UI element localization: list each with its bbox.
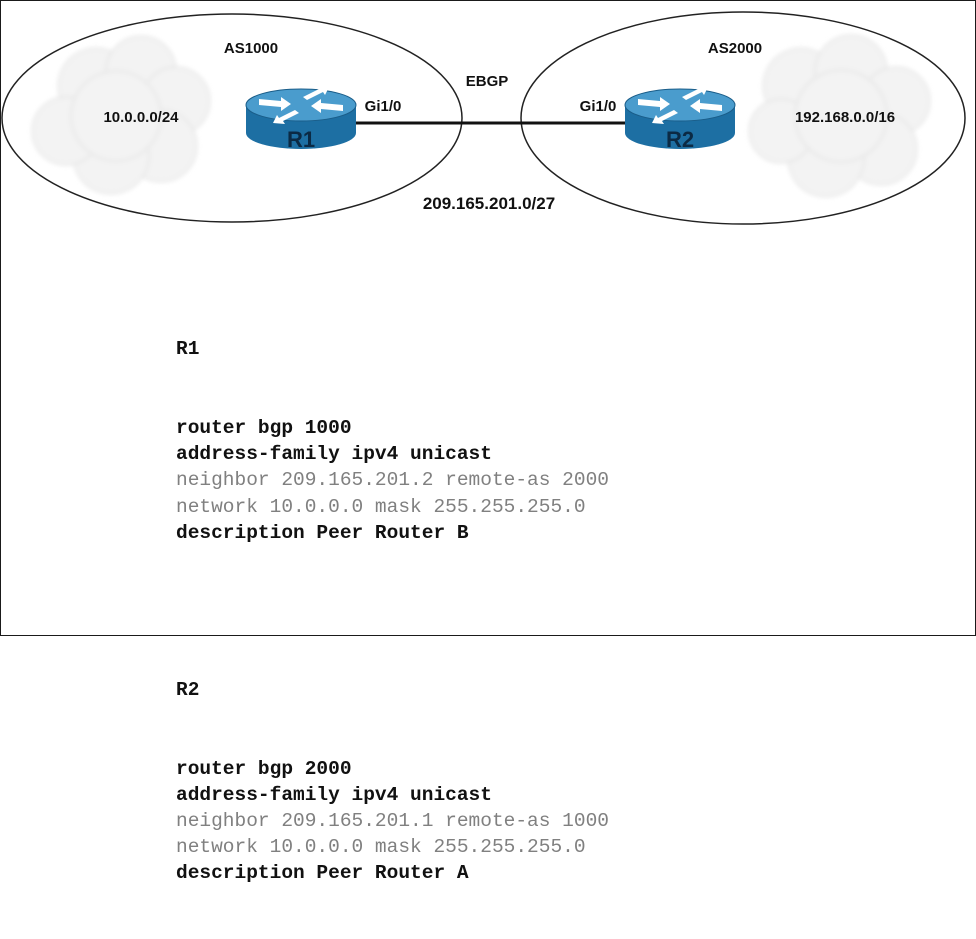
- link-subnet-label: 209.165.201.0/27: [423, 194, 555, 213]
- as2000-cloud: [748, 34, 931, 198]
- as2000-label: AS2000: [708, 40, 762, 57]
- r2-config-line: address-family ipv4 unicast: [176, 783, 492, 806]
- r1-config-line: address-family ipv4 unicast: [176, 443, 492, 466]
- as2000-region: [520, 11, 966, 225]
- as2000-network-label: 192.168.0.0/16: [795, 109, 895, 126]
- as1000-region: [1, 13, 463, 223]
- r2-config-line: network 10.0.0.0 mask 255.255.255.0: [176, 836, 586, 859]
- r2-config-title: R2: [176, 678, 200, 701]
- ebgp-label: EBGP: [466, 73, 509, 90]
- as1000-network-label: 10.0.0.0/24: [103, 109, 179, 126]
- as1000-label: AS1000: [224, 40, 278, 57]
- r2-config-lines: router bgp 2000 address-family ipv4 unica…: [176, 756, 609, 887]
- config-spacer: [176, 598, 609, 624]
- r1-interface-label: Gi1/0: [365, 98, 402, 115]
- network-topology-diagram: R1 R2 AS1000 AS2000 EBGP Gi1/0 Gi1/0 10.…: [1, 11, 966, 225]
- r1-config-line: router bgp 1000: [176, 417, 352, 439]
- r1-config-line: network 10.0.0.0 mask 255.255.255.0: [176, 495, 586, 518]
- r1-config-title: R1: [176, 338, 200, 361]
- r2-config-line: neighbor 209.165.201.1 remote-as 1000: [176, 809, 609, 832]
- bgp-configuration-block: R1 router bgp 1000 address-family ipv4 un…: [176, 284, 609, 939]
- as1000-cloud: [31, 35, 211, 195]
- r2-config-line: router bgp 2000: [176, 757, 352, 780]
- router-r1-icon: R1: [245, 86, 357, 152]
- router-r2-icon: R2: [624, 86, 736, 152]
- r2-interface-label: Gi1/0: [580, 98, 617, 115]
- router-r1-label: R1: [287, 127, 315, 152]
- r1-config-lines: router bgp 1000 address-family ipv4 unica…: [176, 415, 609, 546]
- figure-frame: R1 R2 AS1000 AS2000 EBGP Gi1/0 Gi1/0 10.…: [0, 0, 976, 884]
- r1-config-line: description Peer Router B: [176, 521, 469, 544]
- r2-config-line: description Peer Router A: [176, 862, 469, 885]
- router-r2-label: R2: [666, 127, 694, 152]
- r1-config-line: neighbor 209.165.201.2 remote-as 2000: [176, 469, 609, 492]
